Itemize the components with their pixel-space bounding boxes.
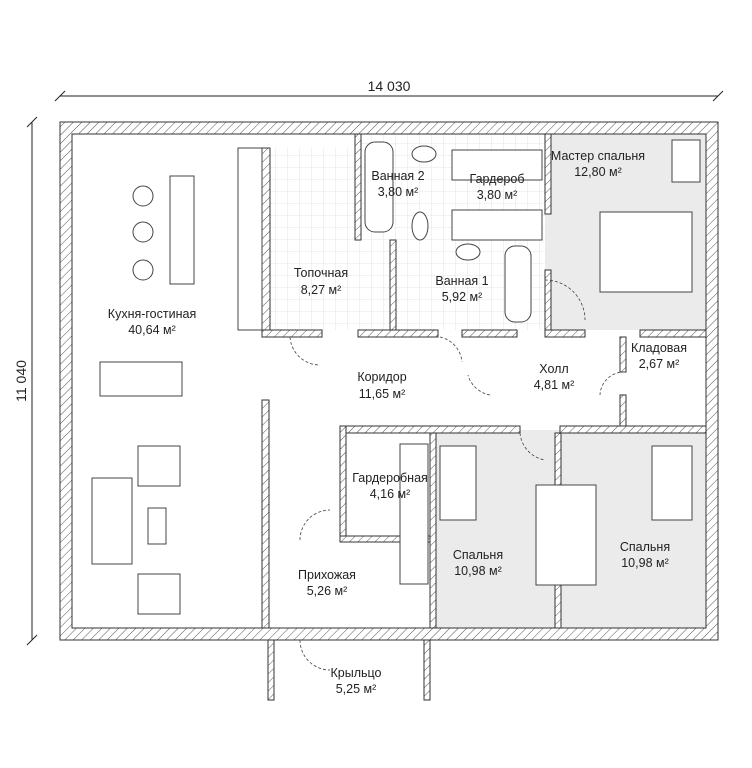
room-bedroom-left: Спальня 10,98 м² [453, 548, 503, 578]
dining-table [99, 361, 183, 397]
storage [399, 443, 429, 585]
svg-text:40,64 м²: 40,64 м² [128, 323, 176, 337]
bathtub [504, 245, 532, 323]
svg-text:11,65 м²: 11,65 м² [359, 387, 406, 401]
svg-text:Коридор: Коридор [357, 370, 406, 384]
width-label: 14 030 [368, 78, 411, 94]
doors [289, 279, 626, 671]
svg-text:Ванная 2: Ванная 2 [371, 169, 424, 183]
room-dressing: Гардеробная 4,16 м² [352, 471, 428, 501]
svg-text:Гардероб: Гардероб [470, 172, 525, 186]
dimension-height: 11 040 [13, 116, 38, 646]
room-bathroom-2: Ванная 2 3,80 м² [371, 169, 424, 199]
svg-text:8,27 м²: 8,27 м² [301, 283, 342, 297]
coffee-table [147, 507, 167, 545]
svg-text:Мастер спальня: Мастер спальня [551, 149, 645, 163]
sink [411, 145, 437, 163]
svg-text:Прихожая: Прихожая [298, 568, 356, 582]
svg-text:3,80 м²: 3,80 м² [378, 185, 419, 199]
svg-text:Кухня-гостиная: Кухня-гостиная [108, 307, 196, 321]
svg-text:Холл: Холл [539, 362, 568, 376]
exterior-walls [59, 121, 719, 641]
room-kitchen-living: Кухня-гостиная 40,64 м² [108, 307, 196, 337]
svg-text:Ванная 1: Ванная 1 [435, 274, 488, 288]
svg-text:Спальня: Спальня [453, 548, 503, 562]
room-closet: Гардероб 3,80 м² [470, 172, 525, 202]
svg-text:5,92 м²: 5,92 м² [442, 290, 483, 304]
room-storage: Кладовая 2,67 м² [631, 341, 687, 371]
wardrobe [451, 149, 543, 181]
room-corridor: Коридор 11,65 м² [357, 370, 406, 401]
svg-text:12,80 м²: 12,80 м² [574, 165, 622, 179]
bed [651, 445, 693, 521]
dimension-width: 14 030 [54, 78, 724, 102]
room-bedroom-right: Спальня 10,98 м² [620, 540, 670, 570]
svg-text:Гардеробная: Гардеробная [352, 471, 428, 485]
room-hall: Холл 4,81 м² [534, 362, 575, 392]
armchair [137, 445, 181, 487]
room-entrance: Прихожая 5,26 м² [298, 568, 356, 598]
room-master-bedroom: Мастер спальня 12,80 м² [551, 149, 645, 179]
wardrobe [535, 484, 597, 586]
kitchen-island [169, 175, 195, 285]
desk [671, 139, 701, 183]
boiler-room-floor [262, 148, 358, 330]
svg-text:4,81 м²: 4,81 м² [534, 378, 575, 392]
kitchen-counter [237, 147, 263, 331]
svg-text:10,98 м²: 10,98 м² [454, 564, 502, 578]
svg-text:2,67 м²: 2,67 м² [639, 357, 680, 371]
svg-text:3,80 м²: 3,80 м² [477, 188, 518, 202]
room-porch: Крыльцо 5,25 м² [331, 666, 382, 696]
toilet [411, 211, 429, 241]
furniture [91, 139, 701, 615]
bathtub [364, 141, 394, 233]
double-bed [599, 211, 693, 293]
svg-text:5,26 м²: 5,26 м² [307, 584, 348, 598]
svg-text:10,98 м²: 10,98 м² [621, 556, 669, 570]
sink [455, 243, 481, 261]
wardrobe [451, 209, 543, 241]
sofa [91, 477, 133, 565]
svg-text:Крыльцо: Крыльцо [331, 666, 382, 680]
svg-text:4,16 м²: 4,16 м² [370, 487, 411, 501]
svg-text:5,25 м²: 5,25 м² [336, 682, 377, 696]
room-bathroom-1: Ванная 1 5,92 м² [435, 274, 488, 304]
svg-text:Топочная: Топочная [294, 266, 348, 280]
armchair [137, 573, 181, 615]
height-label: 11 040 [13, 360, 29, 402]
svg-text:Спальня: Спальня [620, 540, 670, 554]
svg-text:Кладовая: Кладовая [631, 341, 687, 355]
room-boiler: Топочная 8,27 м² [294, 266, 348, 297]
bed [439, 445, 477, 521]
room-labels: Кухня-гостиная 40,64 м² Топочная 8,27 м² В… [108, 149, 687, 696]
